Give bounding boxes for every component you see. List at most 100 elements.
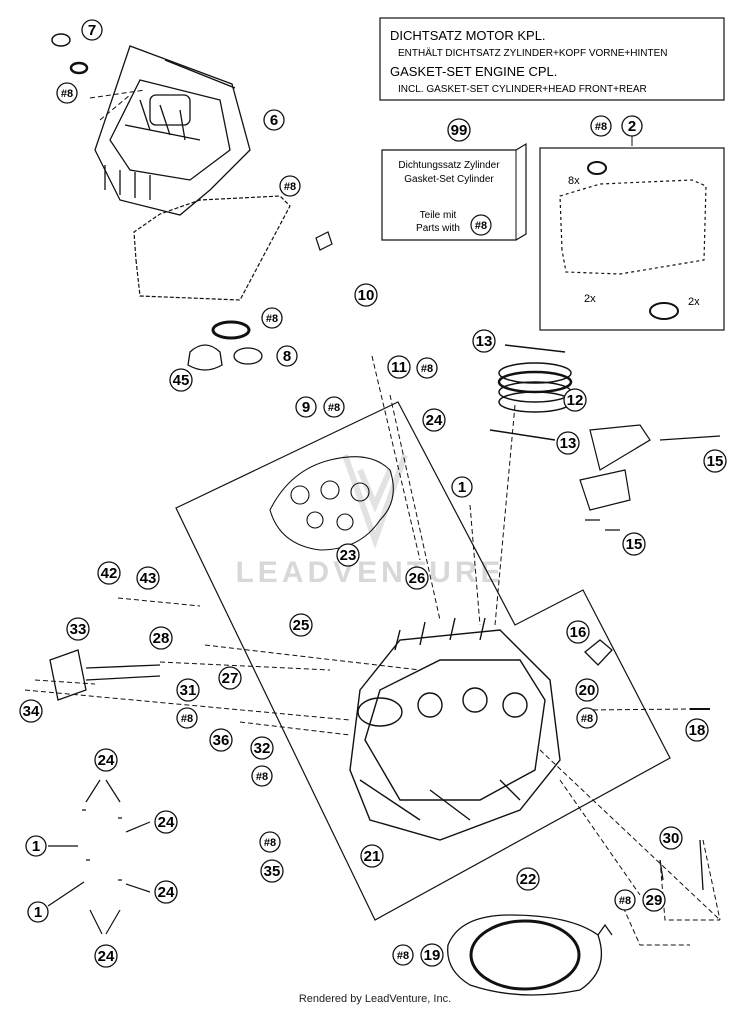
callout-34: 34 <box>19 699 43 723</box>
callouts: 7 6 99 2 10 8 45 13 11 12 9 24 13 15 1 1… <box>19 19 727 968</box>
svg-text:24: 24 <box>98 948 115 965</box>
svg-text:#8: #8 <box>397 950 409 962</box>
callout-23: 23 <box>336 543 360 567</box>
callout-10: 10 <box>354 283 378 307</box>
kit-line-1: DICHTSATZ MOTOR KPL. <box>390 28 546 43</box>
svg-text:15: 15 <box>626 536 643 553</box>
svg-text:7: 7 <box>88 22 96 39</box>
svg-text:29: 29 <box>646 892 663 909</box>
callout-12: 12 <box>563 388 587 412</box>
callout-24e: 24 <box>94 944 118 968</box>
svg-text:16: 16 <box>570 624 587 641</box>
svg-text:32: 32 <box>254 740 271 757</box>
svg-text:10: 10 <box>358 287 375 304</box>
svg-text:23: 23 <box>340 547 357 564</box>
svg-text:20: 20 <box>579 682 596 699</box>
gasket-set-box: 8x 2x 2x <box>539 136 725 331</box>
callout-31: 31 <box>176 678 200 702</box>
kit-tag: #8 <box>590 115 612 137</box>
kit-line-4: INCL. GASKET-SET CYLINDER+HEAD FRONT+REA… <box>398 84 647 95</box>
gasket-kit-label-box: DICHTSATZ MOTOR KPL. ENTHÄLT DICHTSATZ Z… <box>379 17 725 101</box>
kit-tag: #8 <box>259 831 281 853</box>
callout-15a: 15 <box>703 449 727 473</box>
svg-text:31: 31 <box>180 682 197 699</box>
callout-29: 29 <box>642 888 666 912</box>
kit-line-2: ENTHÄLT DICHTSATZ ZYLINDER+KOPF VORNE+HI… <box>398 47 667 59</box>
svg-text:#8: #8 <box>421 363 433 375</box>
small-o-ring <box>69 61 89 75</box>
svg-text:43: 43 <box>140 570 157 587</box>
svg-text:35: 35 <box>264 863 281 880</box>
svg-text:18: 18 <box>689 722 706 739</box>
valve-cover <box>94 45 251 216</box>
kit-tag: #8 <box>176 707 198 729</box>
svg-text:24: 24 <box>158 814 175 831</box>
valve-train-cluster <box>269 456 394 551</box>
svg-text:28: 28 <box>153 630 170 647</box>
svg-text:27: 27 <box>222 670 239 687</box>
callout-20: 20 <box>575 678 599 702</box>
callout-9: 9 <box>295 396 317 418</box>
callout-24a: 24 <box>422 408 446 432</box>
piston-rings <box>497 362 573 413</box>
sensor-fitting <box>584 639 613 666</box>
stud-29 <box>659 859 664 881</box>
kit-tag: #8 <box>323 396 345 418</box>
svg-text:24: 24 <box>98 752 115 769</box>
svg-text:13: 13 <box>476 333 493 350</box>
svg-text:36: 36 <box>213 732 230 749</box>
seal-ring <box>233 347 263 365</box>
qty-2x-a: 2x <box>584 293 596 305</box>
callout-32: 32 <box>250 736 274 760</box>
callout-6: 6 <box>263 109 285 131</box>
svg-text:1: 1 <box>32 838 40 855</box>
callout-19: 19 <box>420 943 444 967</box>
svg-text:#8: #8 <box>595 121 607 133</box>
callout-22: 22 <box>516 867 540 891</box>
svg-text:2: 2 <box>628 118 636 135</box>
callout-26: 26 <box>405 566 429 590</box>
valve-cover-gasket <box>133 195 291 301</box>
camshaft-plug <box>49 649 161 701</box>
callout-1a: 1 <box>451 476 473 498</box>
svg-text:33: 33 <box>70 621 87 638</box>
callout-35: 35 <box>260 859 284 883</box>
svg-text:24: 24 <box>426 412 443 429</box>
svg-text:#8: #8 <box>266 313 278 325</box>
kit-tag: #8 <box>392 944 414 966</box>
svg-text:1: 1 <box>458 479 466 496</box>
kit-tag: #8 <box>279 175 301 197</box>
watermark-text: LEADVENTURE <box>235 556 504 589</box>
kit-line-3: GASKET-SET ENGINE CPL. <box>390 64 557 79</box>
svg-text:#8: #8 <box>619 895 631 907</box>
callout-8: 8 <box>276 345 298 367</box>
assembly-frame <box>175 401 671 921</box>
stud-30 <box>699 839 704 891</box>
svg-text:30: 30 <box>663 830 680 847</box>
callout-33: 33 <box>66 617 90 641</box>
svg-text:6: 6 <box>270 112 278 129</box>
callout-13b: 13 <box>556 431 580 455</box>
svg-text:99: 99 <box>451 122 468 139</box>
cyl-box-line-4: Parts with <box>416 223 460 234</box>
callout-7: 7 <box>81 19 103 41</box>
callout-30: 30 <box>659 826 683 850</box>
callout-1c: 1 <box>27 901 49 923</box>
svg-text:21: 21 <box>364 848 381 865</box>
cyl-box-line-2: Gasket-Set Cylinder <box>404 174 494 185</box>
svg-text:#8: #8 <box>256 771 268 783</box>
svg-text:12: 12 <box>567 392 584 409</box>
kit-tag: #8 <box>576 707 598 729</box>
cylinder-head <box>349 617 561 841</box>
callout-28: 28 <box>149 626 173 650</box>
callout-11: 11 <box>387 355 411 379</box>
kit-tag: #8 <box>261 307 283 329</box>
callout-21: 21 <box>360 844 384 868</box>
plug-cap <box>187 344 223 371</box>
callout-43: 43 <box>136 566 160 590</box>
cap-seal <box>51 33 71 47</box>
head-gasket <box>447 914 613 996</box>
cyl-box-tag: #8 <box>475 220 487 232</box>
callout-18: 18 <box>685 718 709 742</box>
callout-36: 36 <box>209 728 233 752</box>
